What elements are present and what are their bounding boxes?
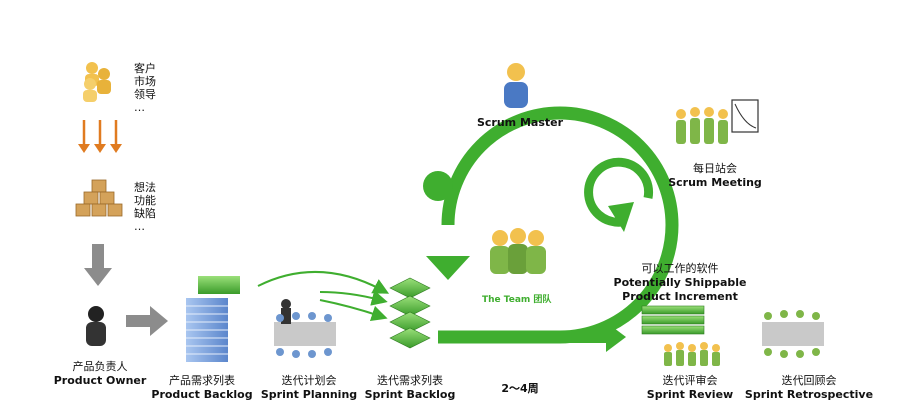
daily-scrum-cn: 每日站会 [693,162,737,175]
sprint-planning-en: Sprint Planning [260,388,358,401]
ideas-boxes-icon [75,179,123,217]
sprint-retrospective-icon [762,310,824,358]
scrum-master-en: Scrum Master [476,116,564,129]
ideas-label: 想法 功能 缺陷 … [134,181,156,233]
product-backlog-label: 产品需求列表 Product Backlog [146,374,258,402]
scrum-master-icon [504,63,528,108]
increment-en-line1: Potentially Shippable [613,276,747,289]
idea-features: 功能 [134,194,156,207]
product-backlog-cn: 产品需求列表 [169,374,235,387]
sprint-review-en: Sprint Review [646,388,734,401]
output-arrow [560,322,626,352]
product-backlog-stack-icon [186,276,240,362]
product-owner-en: Product Owner [53,374,147,387]
idea-defects: 缺陷 [134,207,156,220]
idea-ideas: 想法 [134,181,156,194]
down-arrows-icon [78,120,122,153]
increment-cn: 可以工作的软件 [641,262,719,275]
sprint-planning-cn: 迭代计划会 [281,374,337,387]
daily-scrum-loop-arrow [584,157,654,227]
sprint-review-icon [664,342,720,366]
gray-down-arrow-icon [84,244,112,286]
gray-right-arrow-icon [126,306,168,336]
sprint-planning-icon [274,299,336,358]
stakeholders-label: 客户 市场 领导 … [134,62,156,114]
team-icon [490,228,546,274]
daily-scrum-meeting-icon [676,99,759,144]
increment-en-line2: Product Increment [622,290,738,303]
product-owner-cn: 产品负责人 [72,360,128,373]
sprint-retrospective-label: 迭代回顾会 Sprint Retrospective [738,374,880,402]
planning-flow-arrows [257,271,390,322]
sprint-retrospective-cn: 迭代回顾会 [781,374,837,387]
product-backlog-en: Product Backlog [151,388,253,401]
sprint-backlog-en: Sprint Backlog [364,388,456,401]
sprint-backlog-cn: 迭代需求列表 [377,374,443,387]
stakeholder-leaders: 领导 [134,88,156,101]
daily-scrum-en: Scrum Meeting [668,176,762,189]
sprint-backlog-label: 迭代需求列表 Sprint Backlog [356,374,464,402]
sprint-review-label: 迭代评审会 Sprint Review [640,374,740,402]
increment-label: 可以工作的软件 Potentially Shippable Product In… [612,262,748,304]
daily-scrum-label: 每日站会 Scrum Meeting [660,162,770,190]
scrum-master-label: Scrum Master [470,116,570,130]
cycle-arrowhead [426,256,470,280]
stakeholder-more: … [134,101,145,114]
sprint-retrospective-en: Sprint Retrospective [744,388,874,401]
stakeholders-icon [83,62,111,102]
shippable-increment-icon [641,305,705,335]
sprint-length-label: 2～4周 [501,382,539,395]
sprint-cycle-arrow [438,106,679,344]
idea-more: … [134,220,145,233]
sprint-review-cn: 迭代评审会 [662,374,718,387]
stakeholder-market: 市场 [134,75,156,88]
team-label: The Team 团队 [482,295,552,305]
cycle-dot [423,171,453,201]
product-owner-icon [86,306,106,346]
stakeholder-customers: 客户 [134,62,156,75]
sprint-planning-label: 迭代计划会 Sprint Planning [255,374,363,402]
sprint-backlog-stack-icon [389,277,431,349]
product-owner-label: 产品负责人 Product Owner [40,360,160,388]
daily-scrum-loop-arrowhead [608,202,634,232]
